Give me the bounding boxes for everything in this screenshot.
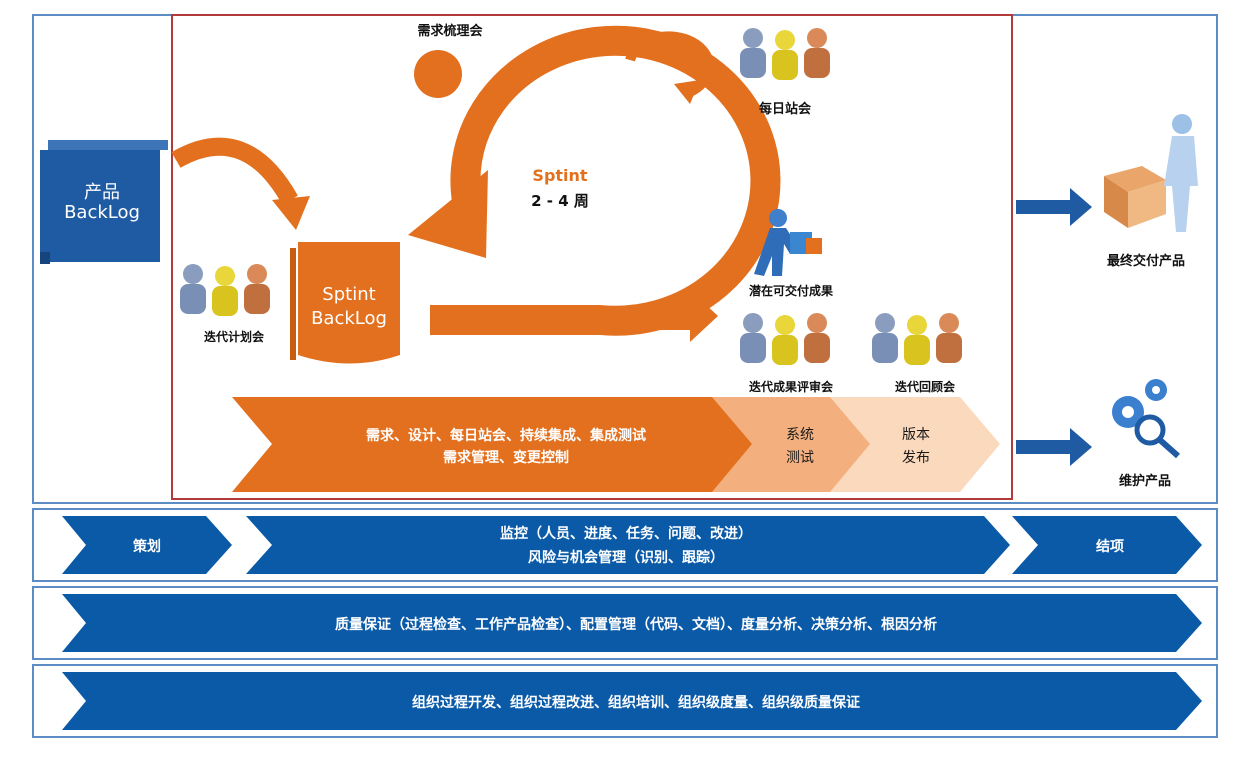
to-increment-arrow xyxy=(660,290,718,342)
monitor-line2: 风险与机会管理（识别、跟踪） xyxy=(528,550,724,566)
refinement-dot xyxy=(414,50,462,98)
iteration-planning-label: 迭代计划会 xyxy=(203,330,264,344)
product-backlog-line2: BackLog xyxy=(64,202,140,223)
backlog-arrow-head xyxy=(272,196,310,230)
sprint-backlog-line2: BackLog xyxy=(311,308,387,329)
delivery-box-icon xyxy=(1104,114,1198,232)
iteration-review-label: 迭代成果评审会 xyxy=(748,380,833,394)
people-group-review xyxy=(740,313,830,365)
daily-loop-head xyxy=(674,80,700,104)
people-group-planning xyxy=(180,264,270,316)
system-test-line1: 系统 xyxy=(786,427,814,443)
sprint-cycle-arrow xyxy=(430,25,781,336)
monitor-line1: 监控（人员、进度、任务、问题、改进） xyxy=(500,526,752,542)
plan-label: 策划 xyxy=(133,539,161,555)
increment-label: 潜在可交付成果 xyxy=(748,284,833,298)
monitor-chevron-shape xyxy=(246,516,1010,574)
close-label: 结项 xyxy=(1096,539,1124,555)
close-chevron-shape xyxy=(1012,516,1202,574)
daily-loop-arrow xyxy=(625,31,715,97)
sprint-name: Sptint xyxy=(532,166,588,185)
people-group-retro xyxy=(872,313,962,365)
sprint-backlog-doc xyxy=(290,242,400,364)
final-product-label: 最终交付产品 xyxy=(1106,254,1185,269)
release-chevron-shape xyxy=(830,397,1000,492)
maintain-output-arrow xyxy=(1016,428,1092,466)
system-test-line2: 测试 xyxy=(786,450,814,466)
daily-standup-label: 每日站会 xyxy=(758,102,811,117)
dev-activities-line1: 需求、设计、每日站会、持续集成、集成测试 xyxy=(366,428,646,444)
sprint-panel xyxy=(171,14,1013,500)
plan-chevron-shape xyxy=(62,516,232,574)
product-backlog-line1: 产品 xyxy=(84,182,120,203)
backlog-to-sprint-arrow xyxy=(171,137,298,205)
org-chevron-shape xyxy=(62,672,1202,730)
retrospective-label: 迭代回顾会 xyxy=(894,380,955,394)
people-group-daily xyxy=(740,28,830,80)
release-line1: 版本 xyxy=(902,427,930,443)
qa-row-label: 质量保证（过程检查、工作产品检查）、配置管理（代码、文档）、度量分析、决策分析、… xyxy=(335,617,937,633)
dev-activities-line2: 需求管理、变更控制 xyxy=(443,450,569,466)
org-row-label: 组织过程开发、组织过程改进、组织培训、组织级度量、组织级质量保证 xyxy=(412,695,860,711)
sprint-backlog-line1: Sptint xyxy=(322,284,376,305)
sprint-cycle-arrow-head xyxy=(408,170,488,258)
release-line2: 发布 xyxy=(902,450,930,466)
refinement-meeting-label: 需求梳理会 xyxy=(417,24,483,39)
final-output-arrow xyxy=(1016,188,1092,226)
sprint-duration: 2 - 4 周 xyxy=(531,192,589,210)
product-backlog-scroll xyxy=(40,140,168,264)
increment-person-icon xyxy=(754,209,822,276)
dev-chevron-shape xyxy=(232,397,786,492)
maintenance-gears-icon xyxy=(1112,379,1180,459)
maintain-product-label: 维护产品 xyxy=(1118,474,1171,489)
qa-chevron-shape xyxy=(62,594,1202,652)
